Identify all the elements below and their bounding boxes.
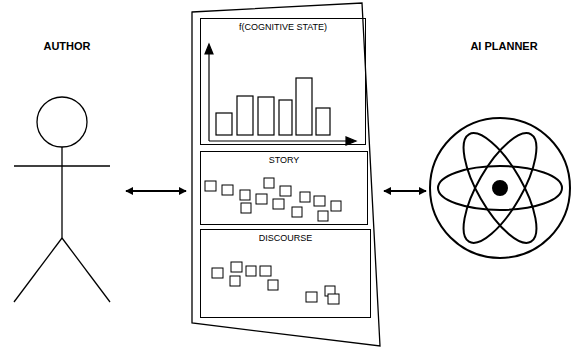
author-figure: AUTHOR xyxy=(10,40,124,306)
heading-label: AI PLANNER xyxy=(430,40,574,52)
panel-label: f(COGNITIVE STATE) xyxy=(201,22,365,32)
panel-label: STORY xyxy=(201,155,367,165)
heading-label: AUTHOR xyxy=(10,40,124,52)
atom-symbol xyxy=(430,118,570,258)
cognitive-state-chart: f(COGNITIVE STATE) xyxy=(200,18,366,145)
discourse-panel: DISCOURSE xyxy=(200,229,371,318)
sheet-outline xyxy=(192,3,380,346)
ai-planner: AI PLANNER xyxy=(430,40,574,262)
discourse-items xyxy=(212,262,339,304)
story-items xyxy=(205,178,341,221)
panel-label: DISCOURSE xyxy=(201,233,370,243)
double-arrow xyxy=(126,190,186,192)
double-arrow xyxy=(384,190,426,192)
story-panel: STORY xyxy=(200,151,368,225)
bar-chart xyxy=(205,44,356,145)
stick-figure xyxy=(14,97,110,302)
